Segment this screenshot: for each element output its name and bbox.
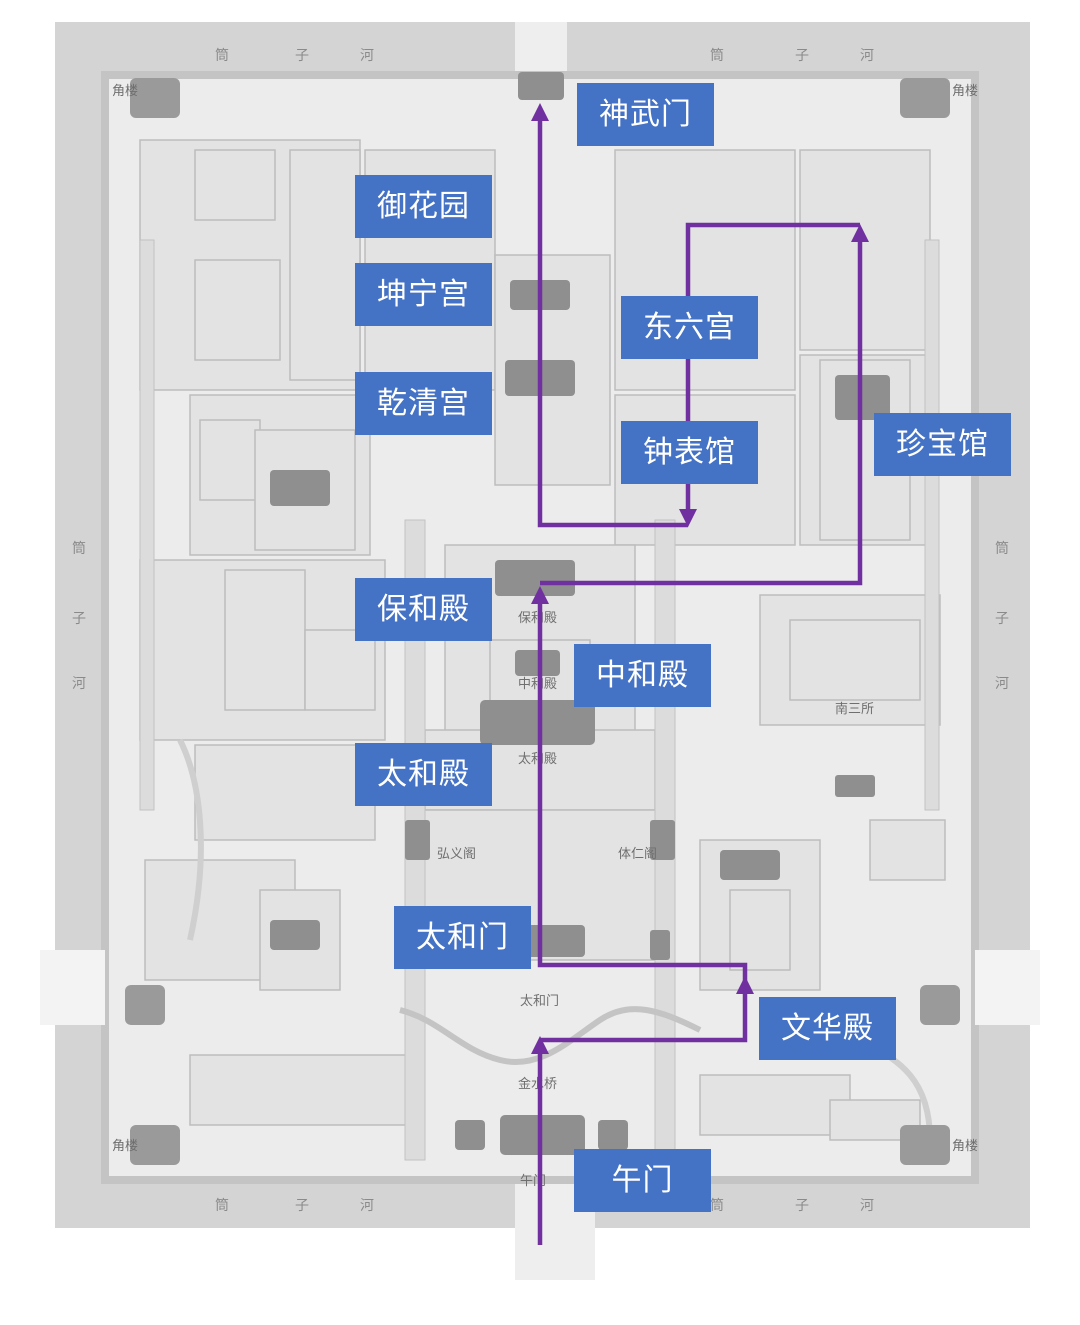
moat-char: 筒 — [710, 47, 724, 64]
moat-char: 河 — [360, 1198, 374, 1214]
moat-char: 筒 — [215, 1197, 229, 1214]
moat-char: 筒 — [710, 1197, 724, 1214]
label-zhongbiaoguan[interactable]: 钟表馆 — [621, 421, 758, 484]
label-wumen[interactable]: 午门 — [574, 1149, 711, 1212]
taihedian-building-icon — [480, 700, 595, 745]
route-segment — [531, 586, 748, 990]
east-gate-icon — [920, 985, 960, 1025]
moat-char: 子 — [795, 48, 809, 64]
moat-char: 子 — [295, 48, 309, 64]
corner-tower-nw-icon — [130, 78, 180, 118]
taihedian-small-label: 太和殿 — [518, 752, 557, 767]
moat-char: 河 — [860, 1198, 874, 1214]
moat-char: 河 — [860, 48, 874, 64]
moat-char: 子 — [295, 1198, 309, 1214]
label-yuhuayuan[interactable]: 御花园 — [355, 175, 492, 238]
label-kunninggong[interactable]: 坤宁宫 — [355, 263, 492, 326]
label-wenhuadian[interactable]: 文华殿 — [759, 997, 896, 1060]
moat-char: 河 — [995, 676, 1009, 692]
tirenge-label: 体仁阁 — [618, 847, 657, 862]
shenwumen-building-icon — [518, 72, 564, 100]
moat-char: 子 — [72, 611, 86, 627]
baohedian-building-icon — [495, 560, 575, 596]
label-shenwumen[interactable]: 神武门 — [577, 83, 714, 146]
route-segment — [540, 976, 754, 1043]
zhonghedian-building-icon — [515, 650, 560, 676]
corner-tower-label: 角楼 — [952, 84, 978, 99]
moat-char: 子 — [995, 611, 1009, 627]
taihemen-small-label: 太和门 — [520, 994, 559, 1009]
moat-char: 子 — [795, 1198, 809, 1214]
baohedian-small-label: 保和殿 — [518, 611, 557, 626]
moat-char: 筒 — [215, 47, 229, 64]
moat-char: 河 — [72, 676, 86, 692]
corner-tower-se-icon — [900, 1125, 950, 1165]
jinshuiqiao-label: 金水桥 — [518, 1076, 557, 1092]
route-segment — [531, 103, 688, 528]
corner-tower-ne-icon — [900, 78, 950, 118]
label-taihemen[interactable]: 太和门 — [394, 906, 531, 969]
hongyige-label: 弘义阁 — [437, 847, 476, 862]
wumen-building-icon — [500, 1115, 585, 1155]
west-gate-icon — [125, 985, 165, 1025]
route-segment — [540, 224, 869, 586]
taihemen-building-icon — [515, 925, 585, 957]
label-zhenbaoguan[interactable]: 珍宝馆 — [874, 413, 1011, 476]
corner-tower-label: 角楼 — [112, 84, 138, 99]
corner-tower-label: 角楼 — [952, 1139, 978, 1154]
label-taihedian[interactable]: 太和殿 — [355, 743, 492, 806]
moat-char: 筒 — [995, 540, 1009, 557]
nansansuo-label: 南三所 — [835, 701, 874, 717]
moat-char: 河 — [360, 48, 374, 64]
tour-route — [531, 103, 869, 1245]
corner-tower-label: 角楼 — [112, 1139, 138, 1154]
label-dongliugong[interactable]: 东六宫 — [621, 296, 758, 359]
moat-char: 筒 — [72, 540, 86, 557]
route-segment — [679, 222, 860, 527]
corner-tower-sw-icon — [130, 1125, 180, 1165]
label-qianqinggong[interactable]: 乾清宫 — [355, 372, 492, 435]
label-zhonghedian[interactable]: 中和殿 — [574, 644, 711, 707]
label-baohedian[interactable]: 保和殿 — [355, 578, 492, 641]
zhonghedian-small-label: 中和殿 — [518, 677, 557, 692]
